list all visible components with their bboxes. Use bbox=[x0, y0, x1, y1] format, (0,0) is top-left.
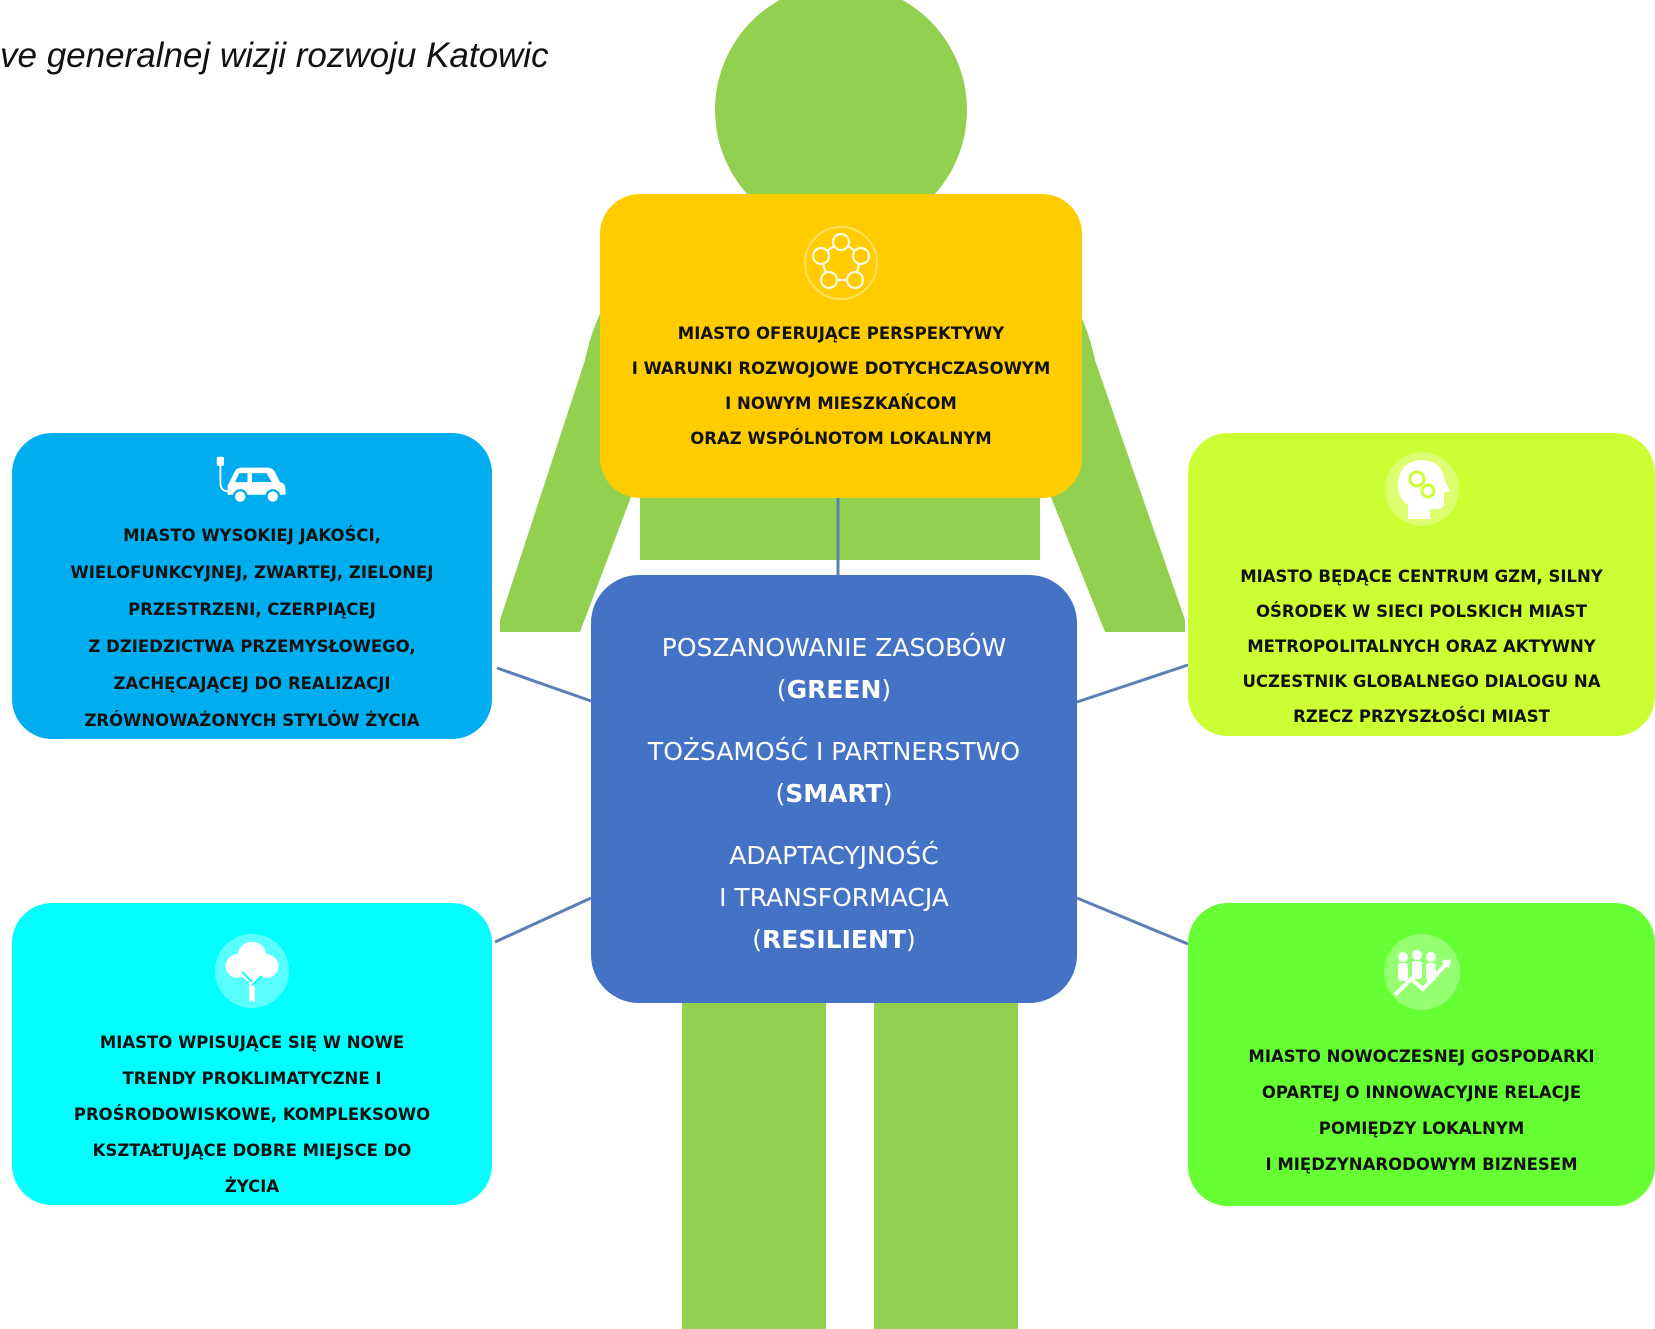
pillar-label: TOŻSAMOŚĆ I PARTNERSTWO bbox=[647, 737, 1021, 766]
goal-text: MIASTO OFERUJĄCE PERSPEKTYWY I WARUNKI R… bbox=[631, 324, 1051, 448]
goal-box-left-2: MIASTO WPISUJĄCE SIĘ W NOWE TRENDY PROKL… bbox=[12, 903, 492, 1205]
goal-text: MIASTO NOWOCZESNEJ GOSPODARKI OPARTEJ O … bbox=[1248, 1047, 1595, 1174]
center-pillars-box: POSZANOWANIE ZASOBÓW (GREEN) TOŻSAMOŚĆ I… bbox=[591, 575, 1077, 1003]
goal-text: MIASTO WPISUJĄCE SIĘ W NOWE TRENDY PROKL… bbox=[73, 1033, 431, 1196]
goal-text: MIASTO WYSOKIEJ JAKOŚCI, WIELOFUNKCYJNEJ… bbox=[70, 526, 434, 730]
pillar-label: POSZANOWANIE ZASOBÓW bbox=[661, 633, 1007, 662]
diagram-title: ve generalnej wizji rozwoju Katowic bbox=[0, 36, 549, 75]
tree-icon bbox=[214, 933, 290, 1009]
goal-box-right-2: MIASTO NOWOCZESNEJ GOSPODARKI OPARTEJ O … bbox=[1188, 903, 1655, 1206]
network-people-icon bbox=[803, 225, 879, 301]
pillar-resilient: ADAPTACYJNOŚĆ I TRANSFORMACJA (RESILIENT… bbox=[719, 835, 949, 961]
connector-right2 bbox=[1076, 896, 1189, 946]
electric-car-icon bbox=[216, 456, 286, 504]
pillar-label: ADAPTACYJNOŚĆ I TRANSFORMACJA bbox=[719, 841, 949, 912]
connector-right1 bbox=[1076, 663, 1189, 704]
head-gears-icon bbox=[1384, 452, 1459, 526]
goal-text: MIASTO BĘDĄCE CENTRUM GZM, SILNY OŚRODEK… bbox=[1240, 567, 1603, 726]
goal-box-left-1: MIASTO WYSOKIEJ JAKOŚCI, WIELOFUNKCYJNEJ… bbox=[12, 433, 492, 739]
pillar-smart: TOŻSAMOŚĆ I PARTNERSTWO (SMART) bbox=[648, 731, 1020, 815]
connector-left2 bbox=[494, 896, 592, 944]
connectors bbox=[494, 498, 1189, 946]
figure-head bbox=[715, 0, 967, 236]
pillar-green: POSZANOWANIE ZASOBÓW (GREEN) bbox=[662, 627, 1006, 711]
pillar-tag: RESILIENT bbox=[762, 925, 906, 954]
figure-left-leg bbox=[682, 960, 826, 1329]
goal-box-top: MIASTO OFERUJĄCE PERSPEKTYWY I WARUNKI R… bbox=[600, 194, 1082, 498]
pillar-tag: SMART bbox=[785, 779, 883, 808]
figure-right-leg bbox=[874, 960, 1018, 1329]
connector-left1 bbox=[496, 666, 592, 703]
people-growth-icon bbox=[1383, 934, 1460, 1010]
pillar-tag: GREEN bbox=[786, 675, 882, 704]
goal-box-right-1: MIASTO BĘDĄCE CENTRUM GZM, SILNY OŚRODEK… bbox=[1188, 433, 1655, 736]
